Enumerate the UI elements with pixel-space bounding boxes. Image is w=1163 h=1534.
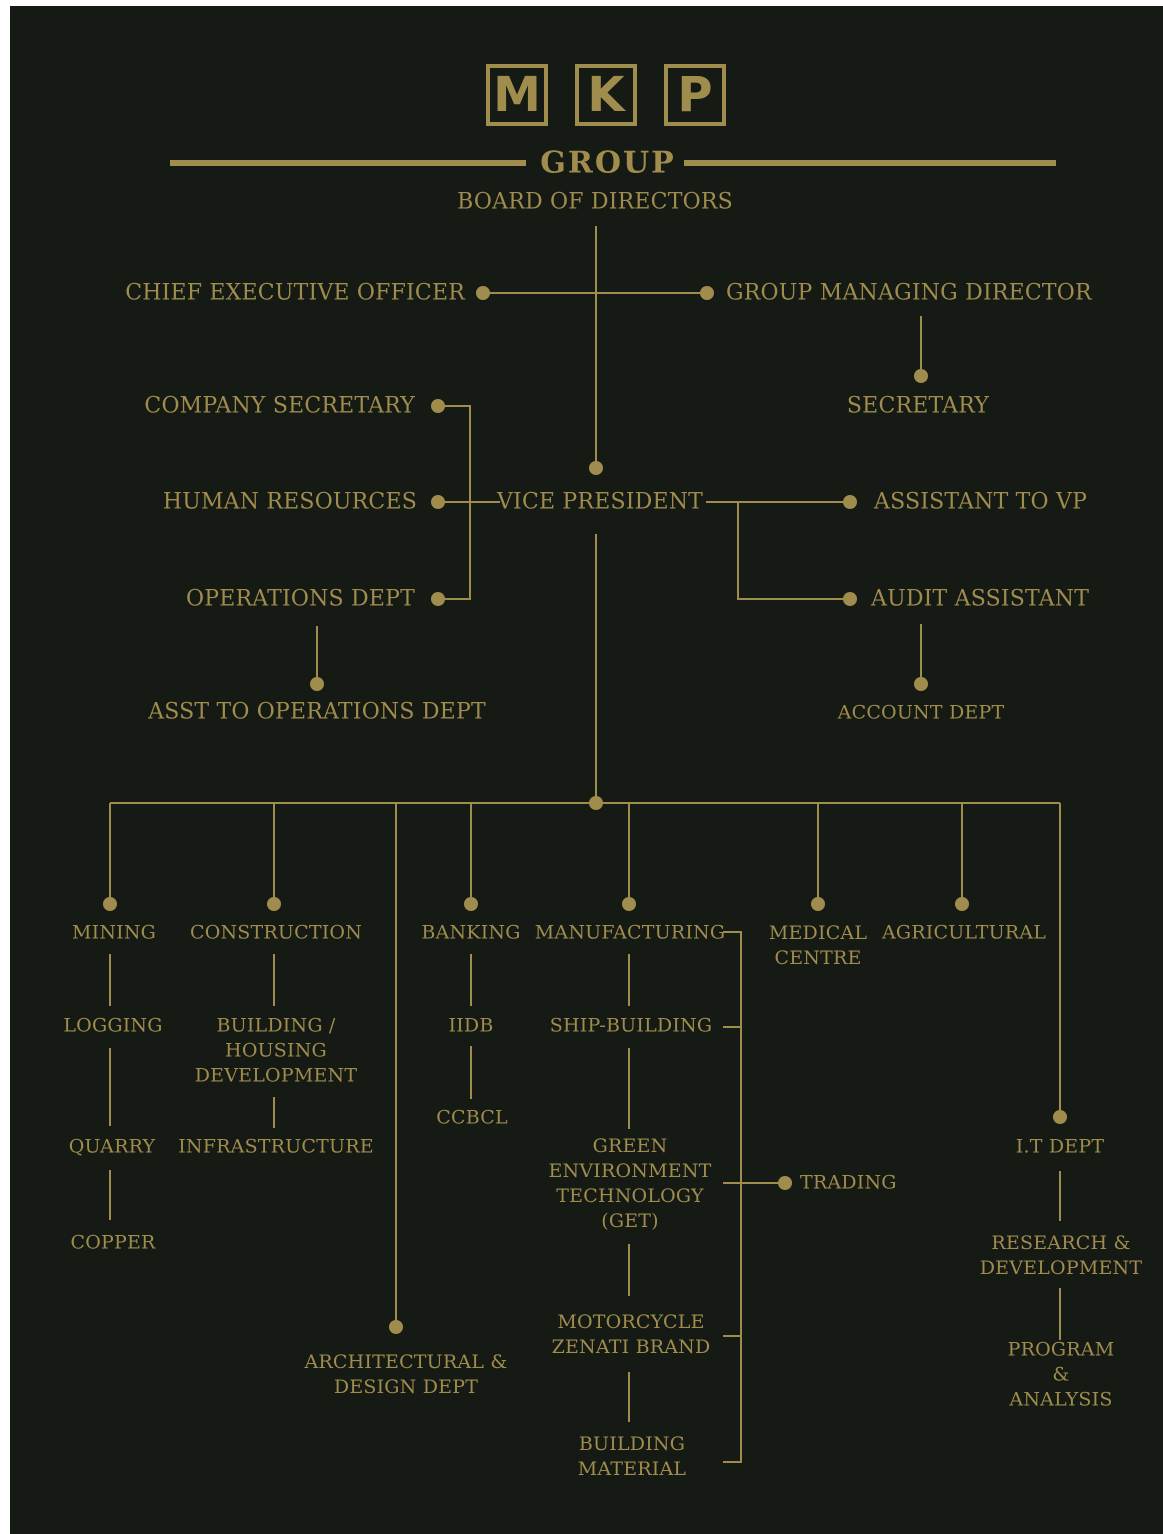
node-building-housing: BUILDING / HOUSING DEVELOPMENT — [194, 1014, 358, 1087]
node-assistant-to-vp: ASSISTANT TO VP — [874, 489, 1088, 515]
logo-rule-left — [170, 160, 526, 166]
node-it-dept: I.T DEPT — [1015, 1135, 1105, 1158]
node-mining: MINING — [71, 921, 157, 944]
node-ccbcl: CCBCL — [436, 1106, 508, 1129]
dot-architectural — [389, 1320, 403, 1334]
dot-assistant-vp — [843, 495, 857, 509]
node-operations-dept: OPERATIONS DEPT — [185, 586, 415, 612]
dot-ceo — [476, 286, 490, 300]
node-account-dept: ACCOUNT DEPT — [837, 701, 1005, 724]
node-manufacturing: MANUFACTURING — [534, 921, 726, 944]
bracket-manufacturing — [723, 931, 742, 1463]
node-copper: COPPER — [70, 1231, 156, 1254]
dot-asst-operations — [310, 677, 324, 691]
node-company-secretary: COMPANY SECRETARY — [144, 393, 415, 419]
node-agricultural: AGRICULTURAL — [881, 921, 1047, 944]
dot-construction — [267, 897, 281, 911]
node-quarry: QUARRY — [68, 1135, 156, 1158]
node-board-of-directors: BOARD OF DIRECTORS — [457, 189, 733, 215]
node-audit-assistant: AUDIT ASSISTANT — [871, 586, 1090, 612]
node-group-managing-director: GROUP MANAGING DIRECTOR — [726, 280, 1092, 306]
dot-mining — [103, 897, 117, 911]
dot-it-dept — [1053, 1110, 1067, 1124]
node-architectural-design: ARCHITECTURAL & DESIGN DEPT — [304, 1351, 508, 1398]
node-medical-centre: MEDICAL CENTRE — [768, 922, 868, 969]
dot-operations-dept — [431, 592, 445, 606]
node-asst-operations-dept: ASST TO OPERATIONS DEPT — [148, 699, 486, 725]
dot-human-resources — [431, 495, 445, 509]
node-banking: BANKING — [421, 921, 521, 944]
dot-company-secretary — [431, 399, 445, 413]
logo-letter-k: K — [575, 64, 637, 126]
node-building-material: BUILDING MATERIAL — [577, 1433, 687, 1480]
dot-trading — [778, 1176, 792, 1190]
dot-gmd — [700, 286, 714, 300]
node-logging: LOGGING — [63, 1014, 163, 1037]
dot-medical — [811, 897, 825, 911]
node-motorcycle-zenati: MOTORCYCLE ZENATI BRAND — [551, 1311, 711, 1358]
dot-secretary — [914, 369, 928, 383]
dot-account-dept — [914, 677, 928, 691]
dot-vice-president — [589, 461, 603, 475]
node-ceo: CHIEF EXECUTIVE OFFICER — [125, 280, 465, 306]
bracket-vp-audit — [737, 502, 850, 600]
node-secretary: SECRETARY — [846, 393, 990, 419]
node-iidb: IIDB — [448, 1014, 494, 1037]
logo-rule-right — [684, 160, 1056, 166]
node-green-environment-technology: GREEN ENVIRONMENT TECHNOLOGY (GET) — [548, 1135, 712, 1232]
node-trading: TRADING — [800, 1171, 897, 1194]
logo-letter-m: M — [486, 64, 548, 126]
node-construction: CONSTRUCTION — [189, 921, 363, 944]
logo-letter-p: P — [664, 64, 726, 126]
node-ship-building: SHIP-BUILDING — [549, 1014, 713, 1037]
dot-agricultural — [955, 897, 969, 911]
logo-group-word: GROUP — [540, 145, 676, 181]
connector-lines — [103, 226, 1067, 1463]
dot-banking — [464, 897, 478, 911]
node-human-resources: HUMAN RESOURCES — [162, 489, 417, 515]
node-program-analysis: PROGRAM & ANALYSIS — [1007, 1338, 1115, 1411]
dot-manufacturing — [622, 897, 636, 911]
dot-audit-assistant — [843, 592, 857, 606]
node-research-development: RESEARCH & DEVELOPMENT — [979, 1232, 1143, 1279]
node-infrastructure: INFRASTRUCTURE — [178, 1135, 374, 1158]
node-vice-president: VICE PRESIDENT — [496, 489, 704, 515]
org-chart: M K P GROUP BOARD OF DIRECTORS CHIEF EXE… — [10, 6, 1163, 1534]
